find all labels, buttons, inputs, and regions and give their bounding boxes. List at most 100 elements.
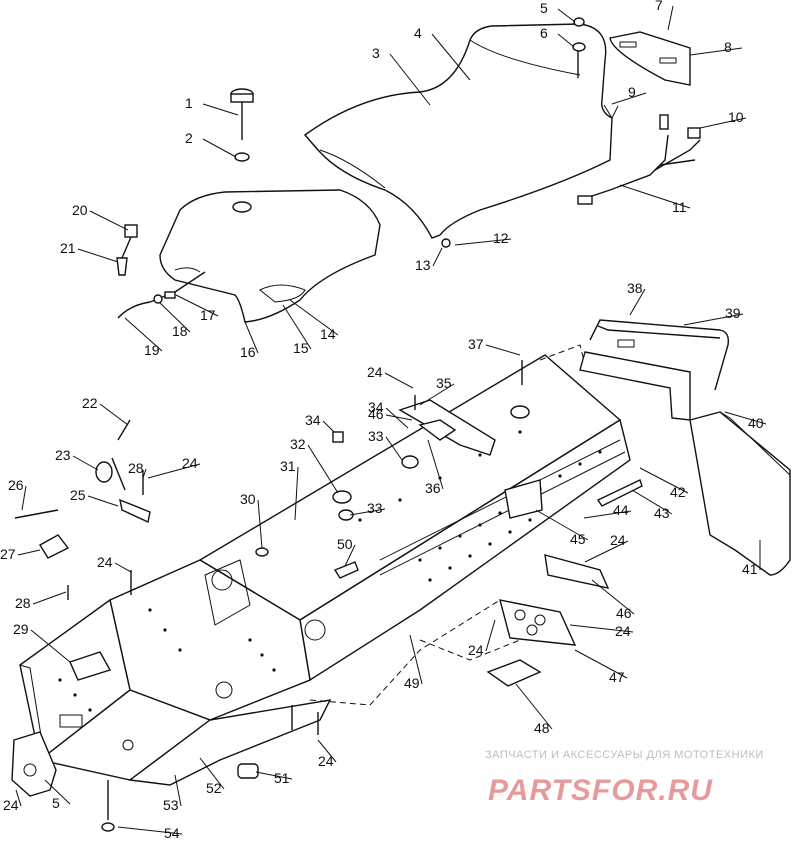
callout-number: 9	[628, 84, 636, 100]
callout-leader	[99, 403, 129, 426]
callout-leader	[17, 549, 41, 556]
fuel-line	[117, 271, 206, 319]
callout-leader	[87, 495, 119, 507]
callout-leader	[569, 624, 634, 633]
callout-leader	[255, 771, 293, 780]
callout-leader	[159, 302, 191, 333]
callout-leader	[21, 485, 27, 511]
callout-leader	[485, 619, 496, 652]
callout-number: 45	[570, 531, 586, 547]
callout-number: 2	[185, 130, 193, 146]
callout-number: 24	[610, 532, 626, 548]
callout-leader	[77, 248, 119, 263]
callout-number: 39	[725, 305, 741, 321]
callout-leader	[389, 53, 431, 106]
callout-number: 19	[144, 342, 160, 358]
callout-leader	[307, 444, 339, 494]
callout-number: 42	[670, 484, 686, 500]
callout-number: 33	[368, 428, 384, 444]
callout-number: 35	[436, 375, 452, 391]
callout-number: 48	[534, 720, 550, 736]
callout-number: 54	[164, 825, 180, 840]
callout-leader	[199, 757, 225, 790]
callout-number: 33	[367, 500, 383, 516]
callout-number: 24	[367, 364, 383, 380]
watermark-tagline: ЗАПЧАСТИ И АКСЕССУАРЫ ДЛЯ МОТОТЕХНИКИ	[485, 749, 764, 761]
callout-number: 17	[200, 307, 216, 323]
callout-leader	[385, 436, 403, 461]
callout-leader	[317, 739, 337, 763]
callout-leader	[409, 634, 423, 685]
callout-number: 3	[372, 45, 380, 61]
callout-number: 36	[425, 480, 441, 496]
callout-number: 31	[280, 458, 296, 474]
callout-number: 24	[468, 642, 484, 658]
callout-leader	[557, 33, 575, 48]
callout-number: 29	[13, 621, 29, 637]
callout-number: 40	[748, 415, 764, 431]
callout-number: 26	[8, 477, 24, 493]
callout-number: 41	[742, 561, 758, 577]
callout-leader	[30, 629, 71, 663]
callout-leader	[535, 509, 589, 541]
callout-leader	[667, 5, 674, 31]
callout-leader	[427, 439, 444, 490]
fuel-tank	[159, 189, 381, 323]
callout-leader	[485, 344, 521, 356]
callout-leader	[294, 466, 299, 521]
callout-leader	[72, 455, 99, 471]
callout-number: 53	[163, 797, 179, 813]
callout-number: 49	[404, 675, 420, 691]
callout-number: 1	[185, 95, 193, 111]
callout-leader	[629, 288, 646, 316]
callout-number: 7	[655, 0, 663, 13]
taillight-bracket	[609, 31, 691, 86]
callout-leader	[244, 321, 259, 354]
chassis-frame	[19, 354, 631, 786]
callout-leader	[583, 510, 632, 519]
callout-leader	[689, 47, 743, 56]
callout-number: 8	[724, 39, 732, 55]
callout-leader	[431, 33, 471, 81]
phantom-lines	[309, 344, 586, 706]
callout-number: 44	[613, 502, 629, 518]
callout-leader	[282, 304, 312, 350]
seat	[303, 23, 619, 239]
callout-leader	[289, 299, 339, 336]
callout-number: 6	[540, 25, 548, 41]
callout-leader	[611, 92, 647, 105]
callout-leader	[584, 540, 629, 563]
callout-number: 24	[182, 455, 198, 471]
callout-leader	[322, 420, 335, 433]
callout-number: 5	[540, 0, 548, 16]
callout-number: 46	[368, 406, 384, 422]
fuel-valve	[116, 224, 138, 276]
callout-number: 46	[616, 605, 632, 621]
callout-number: 24	[3, 797, 19, 813]
callout-leader	[344, 544, 356, 567]
callout-leader	[724, 411, 767, 425]
callout-number: 24	[318, 753, 334, 769]
callout-leader	[574, 649, 628, 679]
callout-number: 23	[55, 447, 71, 463]
callout-number: 34	[368, 399, 384, 415]
callout-number: 10	[728, 109, 744, 125]
callout-leader	[174, 774, 182, 807]
callout-leader	[639, 467, 689, 494]
callout-number: 18	[172, 323, 188, 339]
callout-leader	[142, 468, 147, 479]
callout-number: 21	[60, 240, 76, 256]
watermark: ЗАПЧАСТИ И АКСЕССУАРЫ ДЛЯ МОТОТЕХНИКИ PA…	[485, 749, 764, 807]
callout-number: 4	[414, 25, 422, 41]
callout-leader	[147, 463, 201, 479]
callout-leader	[257, 499, 263, 549]
callout-number: 24	[97, 554, 113, 570]
callout-leader	[202, 138, 237, 158]
callout-number: 16	[240, 344, 256, 360]
callout-leader	[384, 372, 414, 389]
callout-leader	[32, 591, 67, 605]
callout-number: 34	[305, 412, 321, 428]
snow-flap	[689, 411, 791, 576]
